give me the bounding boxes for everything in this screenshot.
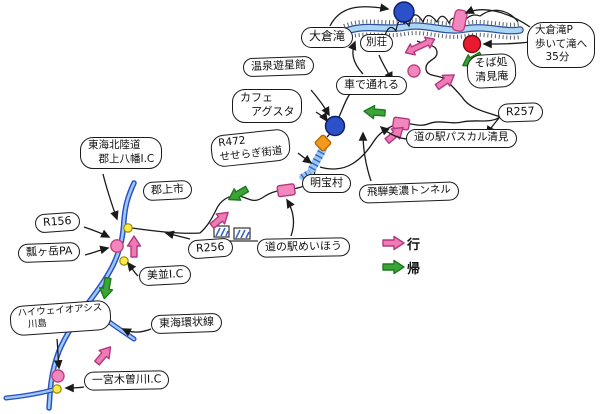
label-pointer-arrows: [53, 3, 531, 393]
pointer-pascal: [379, 125, 408, 140]
poi-marker-falls-building: [451, 9, 468, 32]
label-gujo-city: 郡上市: [142, 179, 193, 202]
label-route-256: R256: [187, 237, 234, 260]
label-cafe-agusta: カフェ アグスタ: [232, 89, 303, 123]
pointer-r256: [164, 230, 191, 240]
return-arrow-pascal: [362, 103, 387, 121]
label-route-257: R257: [497, 102, 543, 124]
return-arrow-minami: [97, 276, 116, 301]
legend-outbound-arrow: [382, 235, 405, 251]
pointer-ichinomiya: [64, 383, 85, 393]
pointer-cafe: [315, 111, 328, 123]
pointer-gujo-ic: [102, 173, 119, 221]
outbound-arrow-kawashima: [91, 342, 117, 368]
label-okura-parking-note: 大倉滝P 歩いて滝へ 35分: [527, 22, 596, 68]
label-tokai-hokuriku-gujo-hachiman-ic: 東海北陸道 郡上八幡I.C: [80, 137, 163, 170]
pointer-onsen: [310, 89, 330, 117]
label-okura-falls: 大倉滝: [301, 27, 354, 48]
mountain-road-serpentine: [319, 40, 502, 170]
label-route-156: R156: [34, 211, 81, 234]
label-meiho-village: 明宝村: [302, 174, 351, 194]
pointer-parking-to-falls: [464, 5, 531, 28]
poi-marker-orange-diamond: [314, 134, 332, 152]
label-fukubegatake-pa: 瓢ヶ岳PA: [17, 241, 81, 264]
label-soba-kiyomian: そば処 清見庵: [466, 52, 517, 89]
outbound-arrow-gujo: [126, 235, 142, 258]
poi-marker-onsen: [324, 115, 346, 137]
pointer-r156: [83, 226, 111, 238]
pointer-parking-to-red: [482, 39, 530, 49]
legend-return-arrow: [382, 259, 405, 275]
label-minami-ic: 美並I.C: [138, 264, 192, 287]
poi-marker-michinoeki-meiho: [276, 183, 296, 198]
label-michinoeki-meiho: 道の駅めいほう: [256, 237, 351, 259]
poi-marker-okura-falls: [393, 1, 415, 24]
label-michinoeki-pascal-kiyomi: 道の駅パスカル清見: [406, 129, 517, 148]
label-villa: 別荘: [360, 34, 393, 52]
label-drivable-by-car: 車で通れる: [336, 76, 407, 96]
ic-dot-ichinomiya-kisogawa: [52, 384, 62, 394]
pointer-r472: [297, 152, 313, 164]
poi-marker-kawashima-oasis: [51, 369, 65, 383]
label-ichinomiya-kisogawa-ic: 一宮木曽川I.C: [83, 370, 170, 392]
pointer-okura-falls: [329, 3, 390, 27]
poi-marker-fukube-pa: [110, 239, 124, 253]
pointer-kawashima: [53, 338, 63, 370]
pointer-kanjo: [121, 328, 152, 337]
label-hida-mino-tunnel: 飛騨美濃トンネル: [358, 181, 460, 204]
pointer-minami-ic: [127, 261, 139, 277]
legend-outbound-label: 行: [407, 238, 421, 253]
pointer-fukube-pa: [84, 245, 110, 256]
legend-return-label: 帰: [407, 262, 421, 277]
ic-dot-gujo-hachiman: [123, 223, 133, 233]
pointer-tunnel: [358, 131, 372, 182]
pointer-meiho-station: [286, 198, 295, 237]
poi-marker-top-pink-circle: [407, 64, 421, 78]
return-arrow-r472: [224, 182, 251, 206]
ic-dot-minami: [119, 256, 129, 266]
bridge-hatch: [302, 149, 323, 177]
label-onsen-yuseikan: 温泉遊星館: [242, 55, 315, 78]
pointer-drivable: [348, 40, 364, 75]
poi-marker-soba-kiyomian: [462, 34, 482, 54]
label-tokai-kanjo-line: 東海環状線: [150, 312, 223, 335]
